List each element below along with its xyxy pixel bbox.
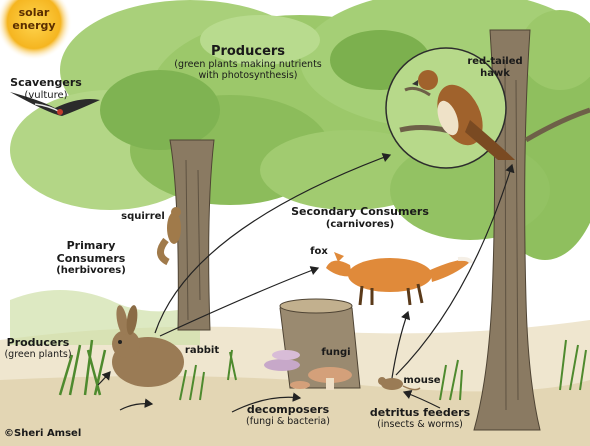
scavengers-sub: (vulture) [24, 89, 68, 101]
vulture [10, 92, 100, 116]
hawk-line1: red-tailed [467, 56, 523, 67]
solar-energy-line2: energy [12, 19, 56, 33]
detritus-feeders-title: detritus feeders [369, 406, 471, 419]
arrow-decomposers-to-stump [231, 392, 302, 413]
squirrel [157, 207, 181, 266]
scavengers-title: Scavengers [10, 76, 82, 89]
arrow-plants-to-rabbit [97, 371, 111, 386]
hawk-line2: hawk [480, 67, 510, 79]
secondary-consumers-label: Secondary Consumers (carnivores) [270, 205, 450, 230]
fox-label: fox [310, 246, 328, 257]
arrow-mouse-to-hawk [395, 163, 515, 376]
primary-consumers-line3: (herbivores) [56, 265, 126, 277]
mouse [378, 377, 421, 391]
secondary-consumers-sub: (carnivores) [325, 218, 395, 230]
producers-top-label: Producers (green plants making nutrients… [138, 44, 358, 82]
copyright-label: ©Sheri Amsel [4, 428, 82, 439]
hawk-label: red-tailed hawk [460, 56, 530, 79]
hawk-inset [385, 47, 515, 169]
producers-bottom-sub: (green plants) [4, 348, 72, 360]
decomposers-sub: (fungi & bacteria) [246, 415, 330, 427]
rabbit-label: rabbit [184, 345, 220, 356]
sun [0, 0, 72, 60]
scavengers-label: Scavengers (vulture) [0, 76, 92, 101]
squirrel-label: squirrel [121, 211, 165, 222]
primary-consumers-line1: Primary [66, 239, 116, 252]
producers-bottom-label: Producers (green plants) [0, 336, 76, 361]
food-web-arrows [97, 153, 515, 413]
primary-consumers-label: Primary Consumers (herbivores) [46, 239, 136, 277]
producers-top-line2: with photosynthesis) [198, 69, 298, 81]
arrow-rabbit-to-fox [159, 266, 320, 337]
fox [326, 252, 473, 306]
decomposers-label: decomposers (fungi & bacteria) [218, 403, 358, 428]
tree-stump [264, 298, 361, 390]
rabbit [112, 305, 184, 387]
detritus-feeders-sub: (insects & worms) [377, 418, 463, 430]
detritus-feeders-label: detritus feeders (insects & worms) [362, 406, 478, 431]
solar-energy-line1: solar [18, 6, 50, 19]
primary-consumers-line2: Consumers [56, 251, 126, 265]
grass-plants [58, 339, 587, 401]
arrow-rabbit-to-hawk [154, 153, 392, 334]
decomposers-title: decomposers [246, 403, 330, 416]
left-tree [169, 139, 215, 331]
arrow-detritus-to-mouse [402, 390, 441, 409]
secondary-consumers-title: Secondary Consumers [291, 205, 429, 218]
producers-top-line1: (green plants making nutrients [174, 58, 322, 70]
fungi-label: fungi [321, 347, 351, 358]
arrow-to-decomposers-left [119, 398, 154, 411]
solar-energy-label: solar energy [6, 6, 62, 32]
mouse-label: mouse [403, 375, 441, 386]
arrow-mouse-to-fox [391, 310, 411, 379]
producers-bottom-title: Producers [6, 336, 70, 349]
producers-top-title: Producers [210, 44, 286, 59]
